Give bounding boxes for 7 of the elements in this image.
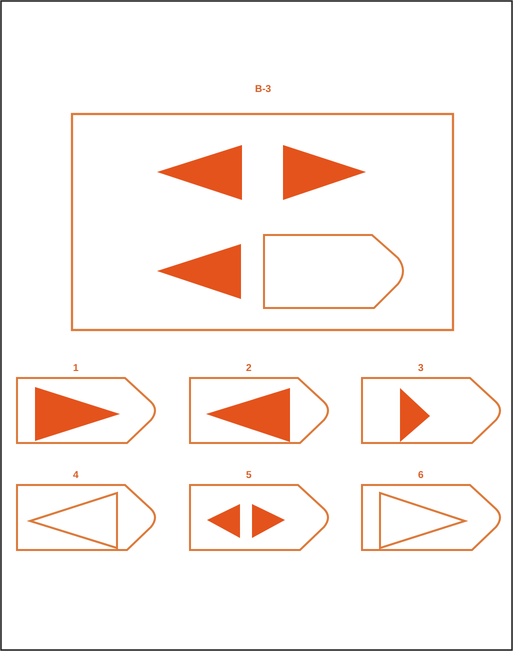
option-number: 3 (418, 363, 424, 375)
puzzle-title: B-3 (255, 84, 272, 96)
option-number: 6 (418, 470, 424, 482)
option-number: 4 (73, 470, 79, 482)
option-number: 2 (246, 363, 252, 375)
option-number: 5 (246, 470, 252, 482)
option-number: 1 (73, 363, 79, 375)
